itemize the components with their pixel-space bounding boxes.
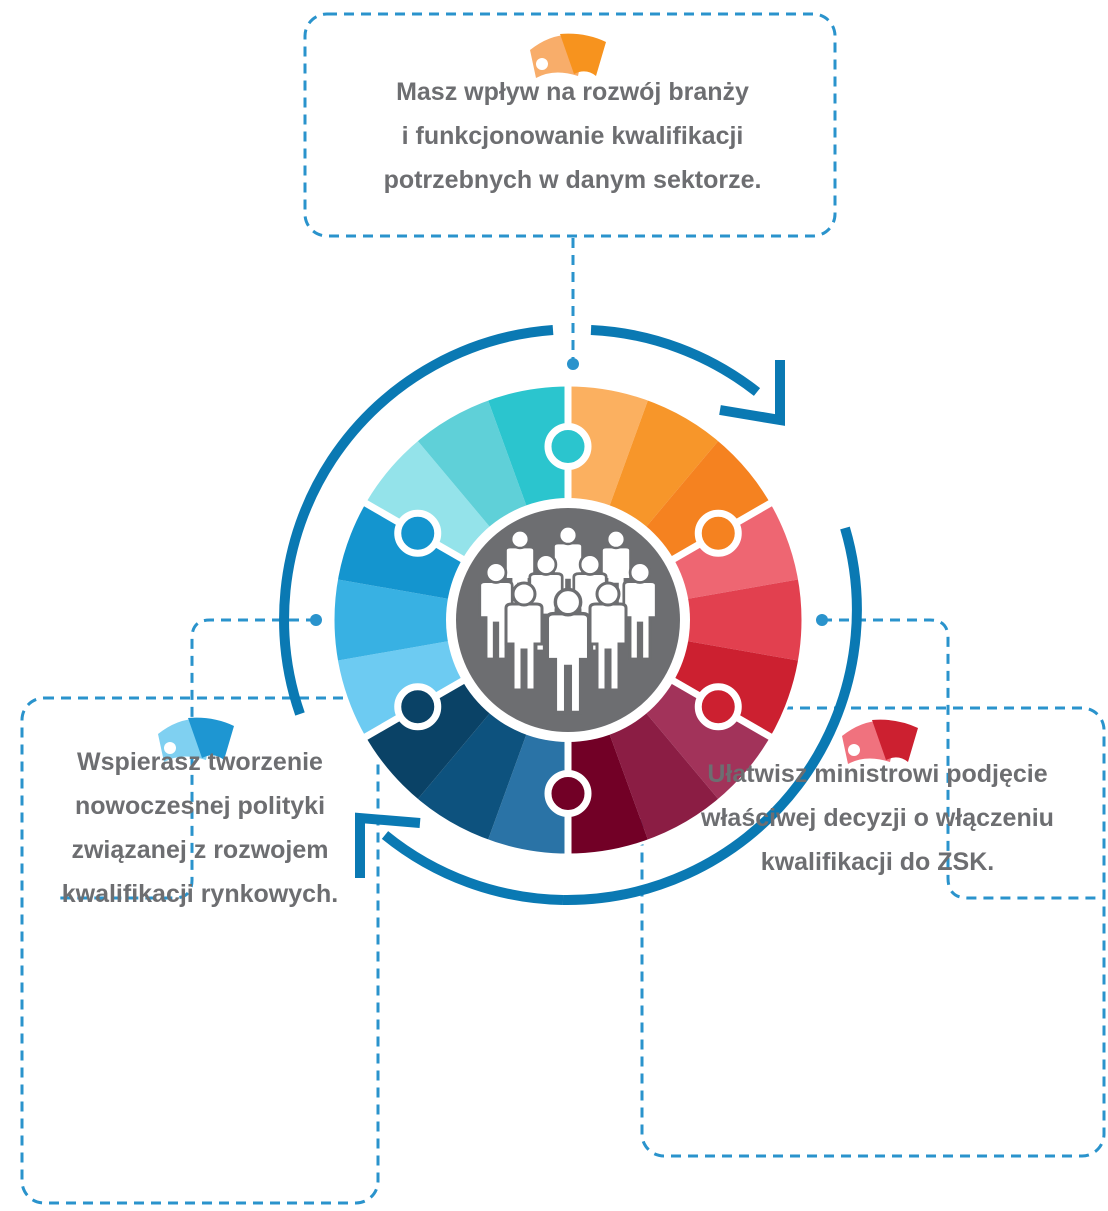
person-figure	[504, 581, 544, 692]
ring-segment	[487, 725, 568, 855]
person-figure	[545, 587, 591, 715]
ring-segment	[639, 439, 772, 564]
puzzle-knob	[544, 770, 592, 817]
ring-segment	[416, 399, 530, 535]
callout-right-line: kwalifikacji do ZSK.	[760, 848, 995, 876]
cycle-arrow-left-arc	[279, 325, 554, 716]
ring-segment	[639, 676, 772, 801]
puzzle-knob	[394, 509, 442, 557]
callout-box-left	[20, 696, 380, 1205]
callout-left-line: Wspierasz tworzenie	[77, 748, 323, 776]
cycle-arrow-bottom-arc	[381, 831, 564, 905]
ring-segment	[487, 385, 568, 515]
callout-text-right: Ułatwisz ministrowi podjęcie właściwej d…	[650, 752, 1105, 884]
connector-left	[60, 618, 316, 900]
puzzle-knob	[694, 509, 742, 557]
person-figure	[588, 581, 628, 692]
puzzle-knob	[694, 683, 742, 731]
puzzle-knob	[544, 423, 592, 470]
ring-segment	[606, 705, 720, 841]
ring-segment	[364, 439, 497, 564]
callout-text-left: Wspierasz tworzenie nowoczesnej polityki…	[20, 740, 380, 916]
cycle-arrow-head-top	[719, 360, 785, 426]
ring-segment	[568, 725, 649, 855]
callout-left-line: kwalifikacji rynkowych.	[61, 880, 339, 908]
callout-left-line: nowoczesnej polityki	[74, 792, 326, 820]
callout-left-line: związanej z rozwojem	[71, 836, 329, 864]
puzzle-piece-icon-left	[158, 717, 237, 762]
callout-top-line: i funkcjonowanie kwalifikacji	[401, 122, 744, 150]
ring-outline	[331, 383, 805, 857]
callout-text-top: Masz wpływ na rozwój branży i funkcjonow…	[300, 70, 845, 202]
callout-right-line: Ułatwisz ministrowi podjęcie	[707, 760, 1048, 788]
puzzle-knob	[394, 683, 442, 731]
person-figure	[622, 561, 658, 661]
callout-box-right	[640, 706, 1106, 1158]
people-group-icon	[478, 525, 658, 715]
callout-top-line: potrzebnych w danym sektorze.	[383, 166, 762, 194]
connector-dot-top	[567, 358, 579, 370]
ring-segment	[678, 579, 803, 661]
connector-right	[822, 618, 1104, 900]
ring-segment	[364, 676, 497, 801]
ring-segment	[416, 705, 530, 841]
puzzle-piece-icon-right	[842, 719, 921, 764]
ring-segment	[333, 579, 458, 661]
puzzle-piece-icon-top	[530, 33, 609, 78]
cycle-arrow-right-arc	[562, 526, 862, 906]
cycle-arrows	[279, 325, 862, 906]
ring-segment	[606, 399, 720, 535]
person-figure	[478, 561, 514, 661]
connector-dot-right	[816, 614, 828, 626]
cycle-arrow-top-arc	[590, 325, 761, 396]
callout-box-top	[303, 12, 837, 238]
connector-dot-left	[310, 614, 322, 626]
puzzle-ring	[331, 383, 805, 857]
callout-top-line: Masz wpływ na rozwój branży	[396, 78, 749, 106]
callout-right-line: właściwej decyzji o włączeniu	[701, 804, 1054, 832]
cycle-arrow-head-bottom	[355, 812, 421, 878]
ring-segment	[568, 385, 649, 515]
